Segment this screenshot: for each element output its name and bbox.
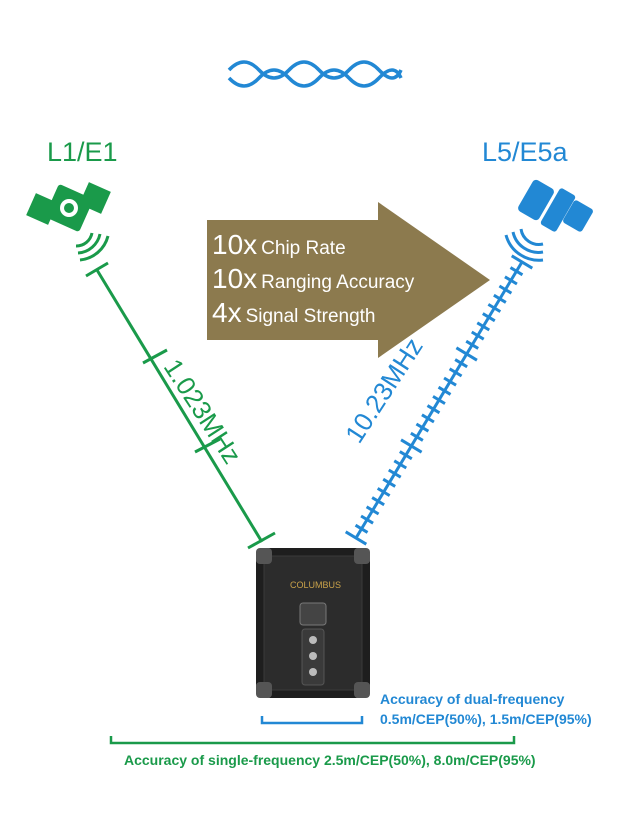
signal-tick (382, 477, 396, 488)
signal-tick (487, 303, 502, 313)
arrow-multiplier: 10x (212, 229, 258, 260)
satellite-right-icon (504, 179, 593, 262)
signal-tick (443, 376, 457, 387)
device-icon: COLUMBUS (256, 548, 370, 698)
single-frequency-accuracy: Accuracy of single-frequency 2.5m/CEP(50… (124, 752, 536, 768)
arrow-multiplier: 10x (212, 263, 258, 294)
arrow-metric: Signal Strength (245, 306, 376, 327)
arrow-shape (207, 202, 490, 358)
left-signal-line (85, 261, 276, 550)
signal-tick (400, 438, 423, 454)
signal-tick (393, 459, 408, 470)
signal-tick (437, 385, 452, 396)
arrow-metric: Ranging Accuracy (261, 272, 415, 293)
signal-tick (399, 450, 413, 461)
dual-frequency-accuracy: Accuracy of dual-frequency 0.5m/CEP(50%)… (380, 689, 592, 729)
dual-accuracy-values: 0.5m/CEP(50%), 1.5m/CEP(95%) (380, 711, 592, 727)
signal-tick (387, 468, 402, 479)
signal-tick (365, 505, 380, 516)
signal-tick (482, 312, 496, 323)
signal-tick (415, 422, 430, 433)
device-brand: COLUMBUS (290, 580, 341, 590)
dual-bracket (260, 716, 364, 725)
signal-tick (504, 275, 518, 286)
signal-tick (454, 358, 468, 369)
signal-tick (432, 395, 446, 405)
signal-tick (421, 413, 435, 424)
arrow-multiplier: 4x (212, 297, 242, 328)
signal-tick (509, 266, 524, 277)
signal-tick (493, 293, 507, 304)
signal-tick (371, 496, 385, 507)
band-label-left: L1/E1 (47, 137, 118, 167)
satellite-left-icon (26, 182, 111, 262)
arrow-metric: Chip Rate (261, 238, 346, 259)
signal-tick (455, 346, 478, 362)
band-label-right: L5/E5a (482, 137, 568, 167)
signal-tick (510, 254, 534, 270)
right-signal-line (344, 254, 534, 546)
dual-accuracy-title: Accuracy of dual-frequency (380, 691, 565, 707)
wave-icon (227, 60, 403, 80)
signal-tick (448, 367, 463, 378)
signal-tick (410, 431, 424, 442)
signal-tick (476, 321, 491, 332)
signal-tick (376, 487, 391, 497)
signal-tick (354, 523, 369, 534)
signal-tick (470, 330, 485, 341)
signal-tick (426, 404, 441, 415)
signal-tick (465, 339, 479, 350)
signal-tick (360, 514, 374, 525)
single-bracket (109, 736, 516, 745)
signal-tick (344, 530, 368, 546)
signal-tick (498, 284, 513, 295)
